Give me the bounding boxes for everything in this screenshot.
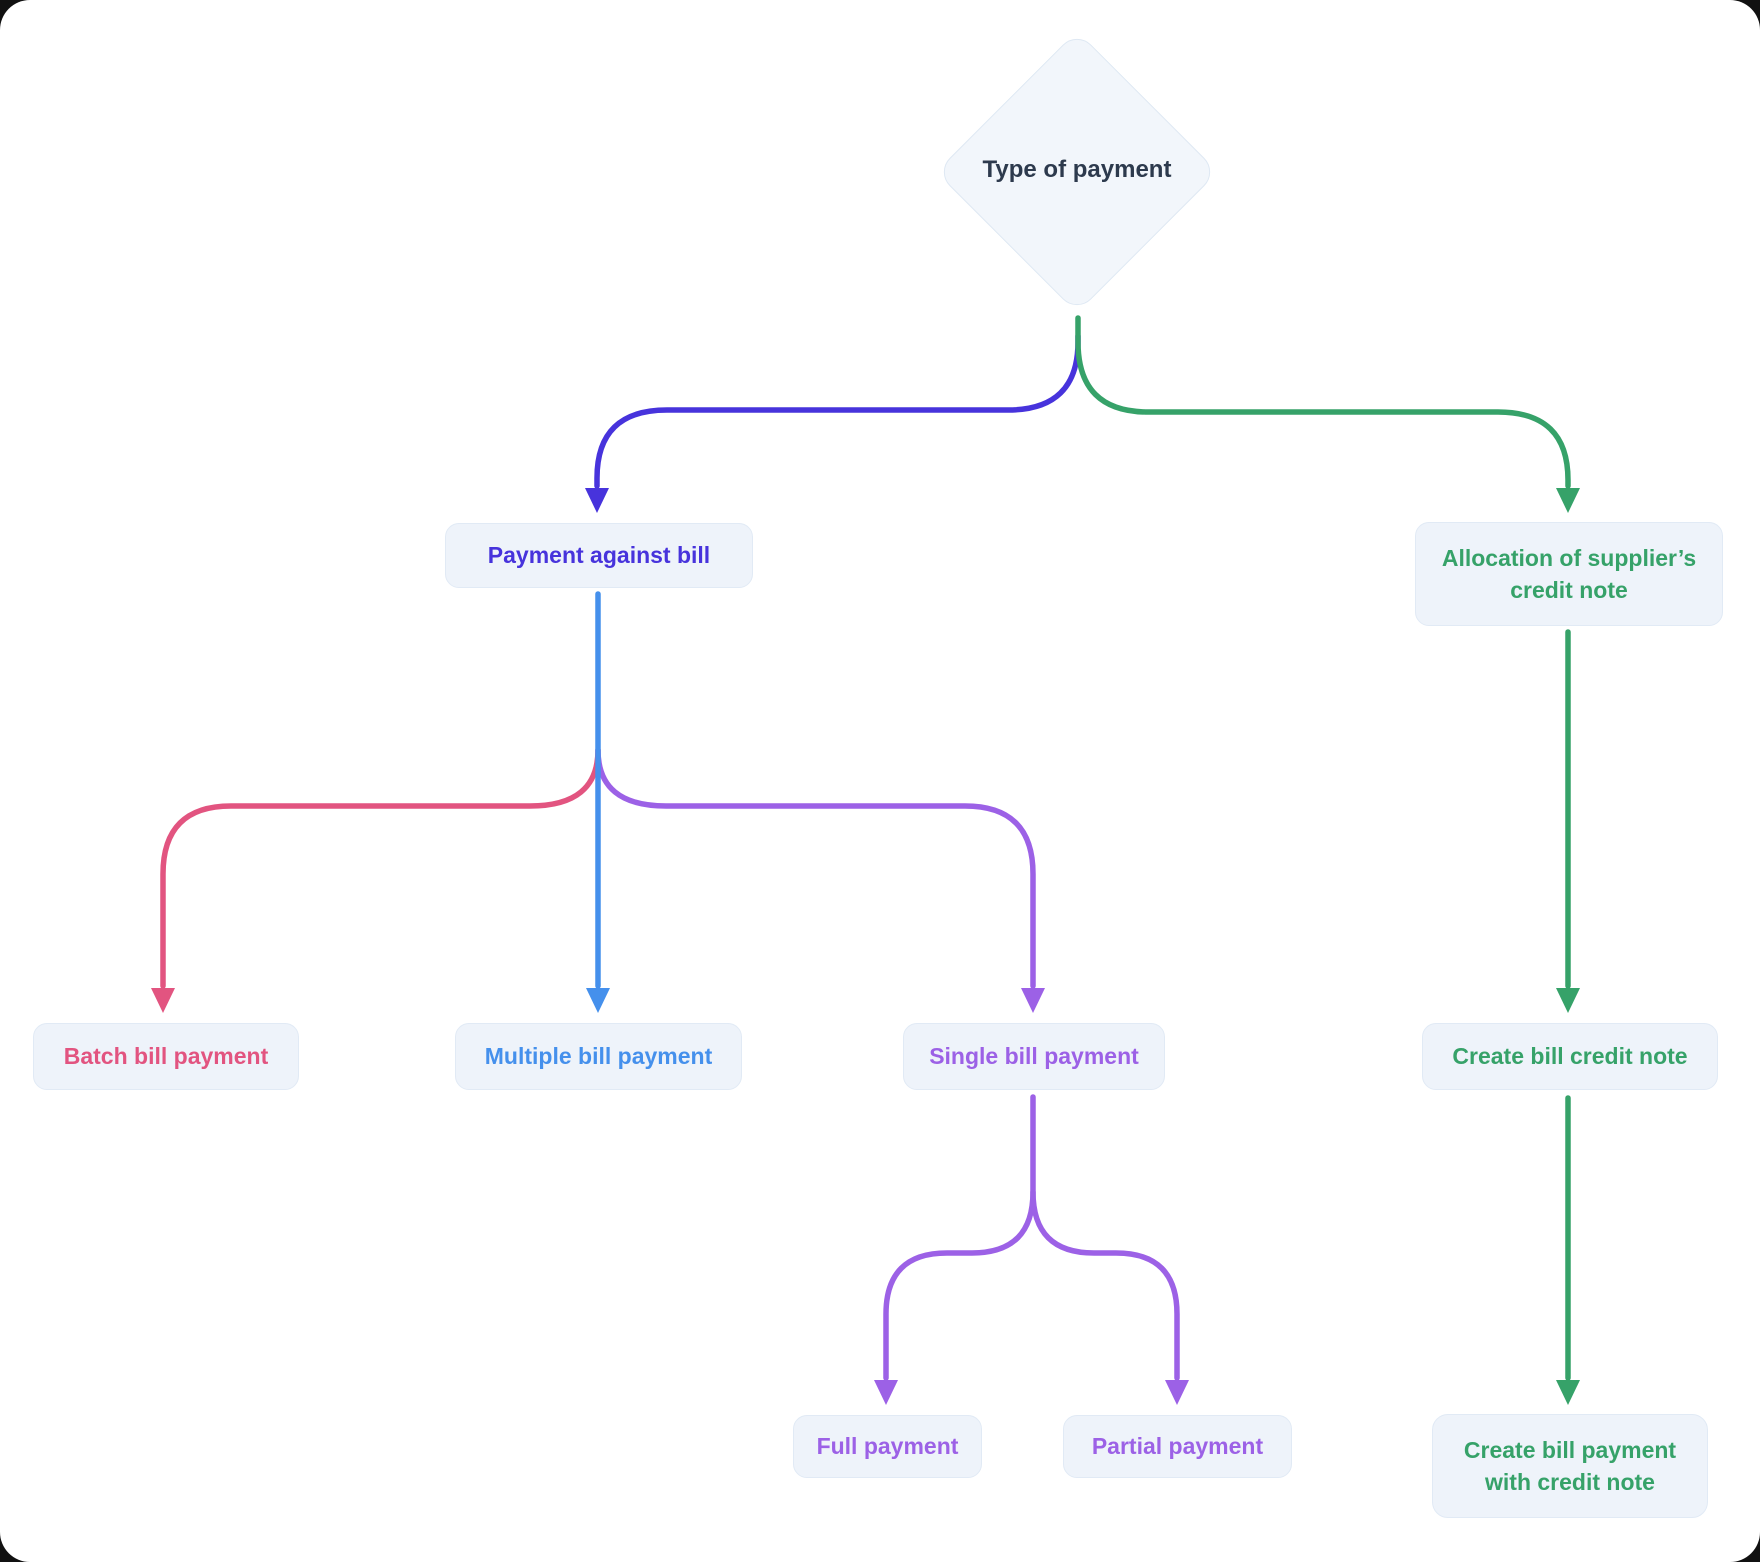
node-label-line1: Create bill payment [1463,1436,1677,1463]
node-single-bill-payment: Single bill payment [903,1023,1165,1090]
arrowhead-payment-against-bill [585,488,609,513]
node-label: Create bill credit note [1452,1043,1688,1070]
node-payment-against-bill: Payment against bill [445,523,753,588]
node-label: Batch bill payment [63,1043,269,1070]
node-label: Single bill payment [929,1043,1139,1070]
arrowhead-create-credit-note [1556,988,1580,1013]
edge-single-to-full [883,1094,1036,1381]
edge-payment-to-batch [160,747,601,989]
arrowhead-multiple [586,988,610,1013]
node-create-bill-credit-note: Create bill credit note [1422,1023,1718,1090]
arrowhead-partial [1165,1380,1189,1405]
node-label: Full payment [816,1433,959,1460]
node-label: Multiple bill payment [484,1043,713,1070]
node-label-line2: credit note [1510,577,1628,603]
node-label: Payment against bill [487,542,711,569]
arrowhead-allocation [1556,488,1580,513]
arrowhead-single [1021,988,1045,1013]
edge-single-to-partial [1030,1189,1180,1381]
node-allocation-of-suppliers-credit-note: Allocation of supplier’s credit note [1415,522,1723,626]
node-multiple-bill-payment: Multiple bill payment [455,1023,742,1090]
arrowhead-full [874,1380,898,1405]
node-batch-bill-payment: Batch bill payment [33,1023,299,1090]
node-label: Type of payment [982,156,1172,183]
node-label-line2: with credit note [1485,1469,1655,1495]
edge-root-to-payment-against-bill [594,333,1081,489]
node-label-line1: Allocation of supplier’s [1441,544,1697,571]
node-full-payment: Full payment [793,1415,982,1478]
node-create-bill-payment-with-credit-note: Create bill payment with credit note [1432,1414,1708,1518]
node-type-of-payment: Type of payment [927,156,1227,184]
node-label: Partial payment [1091,1433,1264,1460]
edge-payment-to-single [595,747,1036,989]
edge-root-to-allocation [1075,315,1571,489]
arrowhead-payment-with-credit [1556,1380,1580,1405]
node-partial-payment: Partial payment [1063,1415,1292,1478]
arrowhead-batch [151,988,175,1013]
